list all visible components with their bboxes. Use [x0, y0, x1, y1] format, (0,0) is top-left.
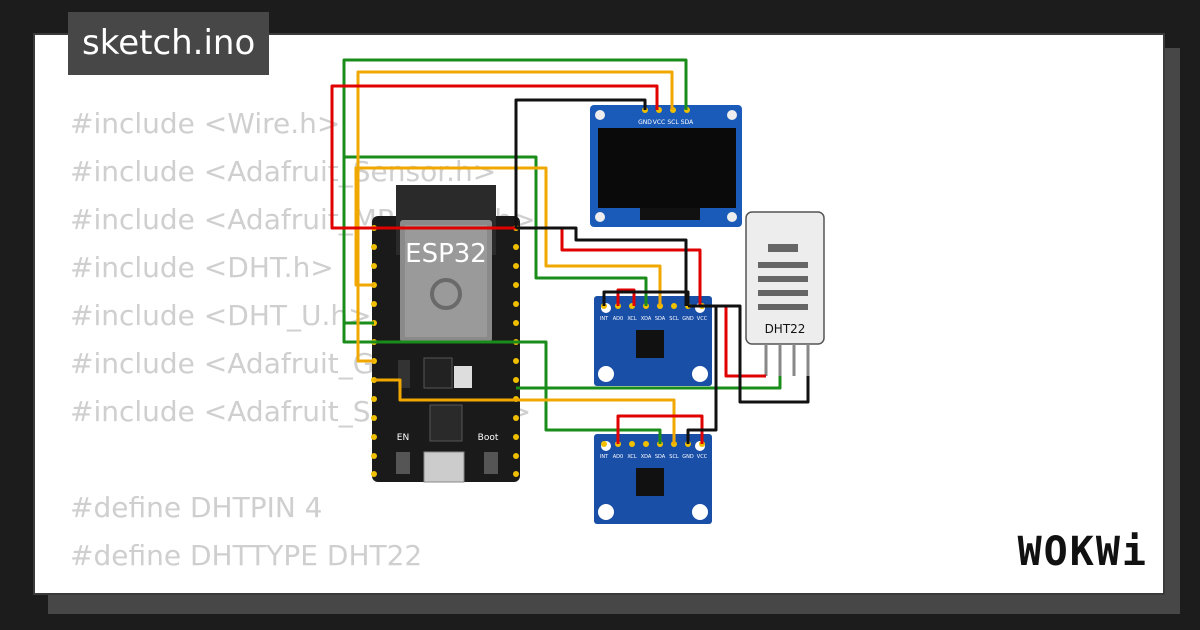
oled-display[interactable]: GND VCC SCL SDA: [590, 105, 742, 227]
mpu-pin-label: INT: [600, 454, 609, 460]
mpu-pin-label: VCC: [697, 454, 708, 460]
dht22-sensor[interactable]: DHT22: [745, 211, 825, 376]
dht22-label: DHT22: [765, 322, 806, 336]
wire-green: [516, 376, 782, 390]
wire-orange: [356, 70, 674, 363]
mpu-pin-label: AD0: [613, 316, 623, 322]
wire-green: [342, 58, 688, 344]
mpu-pin-label: XCL: [627, 454, 637, 460]
mpu-pin-label: XDA: [641, 454, 652, 460]
mpu-pin-label: GND: [682, 316, 694, 322]
mpu-pin-label: INT: [600, 316, 609, 322]
en-button-label: EN: [397, 433, 409, 443]
wire-orange: [354, 166, 662, 306]
mpu-pin-label: SDA: [655, 316, 666, 322]
wire-black: [516, 226, 688, 306]
oled-pin-label: VCC: [653, 119, 665, 126]
mpu-pin-label: SCL: [669, 454, 679, 460]
wire-green: [342, 155, 648, 325]
wire-black: [702, 304, 810, 404]
mpu-pin-label: XDA: [641, 316, 652, 322]
esp32-label: ESP32: [405, 239, 487, 269]
mpu-pin-label: VCC: [697, 316, 708, 322]
mpu-pin-label: AD0: [613, 454, 623, 460]
oled-pin-label: SCL: [667, 119, 679, 126]
esp32-board[interactable]: ESP32 EN Boot: [371, 185, 520, 483]
wire-red: [330, 84, 659, 230]
mpu6050-sensor-1[interactable]: INT AD0 XCL XDA SDA SCL GND VCC: [594, 296, 712, 386]
wire-red: [374, 226, 702, 306]
wire-black: [602, 290, 690, 306]
oled-pin-label: SDA: [681, 119, 694, 126]
mpu-pin-label: SDA: [655, 454, 666, 460]
mpu-pin-label: GND: [682, 454, 694, 460]
code-line: #define DHTPIN 4: [70, 491, 323, 524]
oled-pin-label: GND: [638, 119, 652, 126]
mpu-pin-label: XCL: [627, 316, 637, 322]
wire-black: [514, 98, 647, 228]
boot-button-label: Boot: [478, 433, 499, 443]
code-line: #include <DHT_U.h>: [70, 299, 372, 332]
file-tab[interactable]: sketch.ino: [68, 12, 270, 75]
code-line: #define DHTTYPE DHT22: [70, 539, 423, 572]
mpu6050-sensor-2[interactable]: INT AD0 XCL XDA SDA SCL GND VCC: [594, 434, 712, 524]
code-line: #include <Adafruit_Sensor.h>: [70, 155, 497, 188]
wire-green: [374, 340, 662, 444]
mpu-pin-label: SCL: [669, 316, 679, 322]
code-line: #include <Wire.h>: [70, 107, 341, 140]
wokwi-logo: WOKWi: [1017, 529, 1148, 575]
code-line: #include <DHT.h>: [70, 251, 334, 284]
wire-red: [616, 288, 636, 306]
